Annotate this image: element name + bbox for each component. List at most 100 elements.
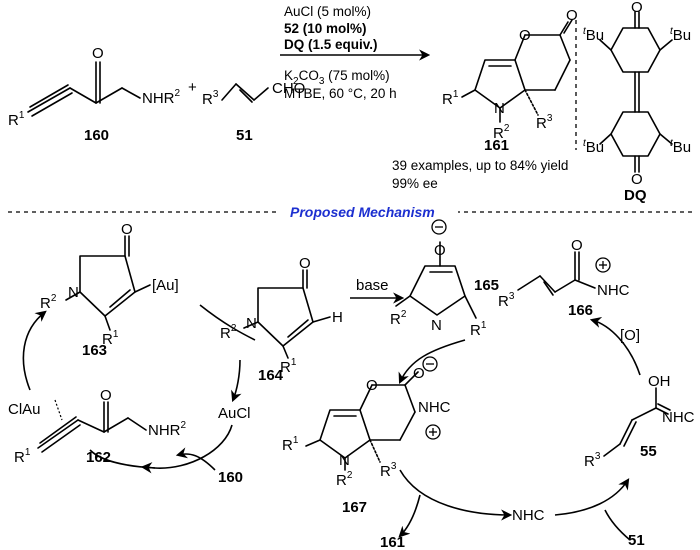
dq-tbu-1: tBu <box>583 26 604 44</box>
oh-55: OH <box>648 373 671 390</box>
compound-51-label: 51 <box>236 127 253 144</box>
r2-label-165: R2 <box>390 309 407 328</box>
oxidation-arrow <box>589 317 641 376</box>
dq-structure <box>599 11 673 173</box>
oxygen-163: O <box>121 221 133 238</box>
arrow-163-to-164 <box>199 304 256 341</box>
compound-160-label: 160 <box>84 127 109 144</box>
nhc-free-label: NHC <box>512 507 545 524</box>
lactone-oxygen-161: O <box>566 7 578 24</box>
nhc-166: NHC <box>597 282 630 299</box>
nitrogen-164: N <box>246 315 257 332</box>
compound-51-structure <box>221 83 269 103</box>
r2-label-161: R2 <box>493 123 510 142</box>
arrow-nhc-to-55 <box>554 478 630 516</box>
plus-sign: + <box>188 79 197 96</box>
aucl-to-162-arc <box>89 424 233 469</box>
aucl-label: AuCl <box>218 405 251 422</box>
r3-label-55: R3 <box>584 451 601 470</box>
nitrogen-167: N <box>339 452 350 469</box>
oxygen-164: O <box>299 255 311 272</box>
compound-55-structure <box>603 387 671 457</box>
arrow-to-167 <box>398 339 466 385</box>
claul-label: ClAu <box>8 401 41 418</box>
r3-label-51: R3 <box>202 89 219 108</box>
nhc-55: NHC <box>662 409 695 426</box>
compound-51-entry-label: 51 <box>628 532 645 549</box>
dq-tbu-3: tBu <box>583 138 604 156</box>
nhr2-label: NHR2 <box>142 88 181 107</box>
condition-oxidant: DQ (1.5 equiv.) <box>284 37 378 52</box>
compound-55-label: 55 <box>640 443 657 460</box>
nitrogen-163: N <box>68 284 79 301</box>
oxidant-label: [O] <box>620 327 640 344</box>
r1-label-167: R1 <box>282 435 299 454</box>
compound-166-label: 166 <box>568 302 593 319</box>
compound-165-label: 165 <box>474 277 499 294</box>
r1-label-165: R1 <box>470 320 487 339</box>
r3-label-167: R3 <box>380 461 397 480</box>
r1-label-160: R1 <box>8 110 25 129</box>
hydrogen-164: H <box>332 309 343 326</box>
ring-oxygen-161: O <box>519 27 531 44</box>
r1-label-162: R1 <box>14 447 31 466</box>
compound-167-label: 167 <box>342 499 367 516</box>
compound-161-release-label: 161 <box>380 534 405 550</box>
nhr2-162: NHR2 <box>148 420 187 439</box>
arrow-162-to-163 <box>22 310 47 391</box>
condition-ligand: 52 (10 mol%) <box>284 21 367 36</box>
result-ee: 99% ee <box>392 176 438 191</box>
oxide-oxygen-167: O <box>413 365 425 382</box>
compound-164-label: 164 <box>258 367 284 384</box>
dq-tbu-2: tBu <box>670 26 691 44</box>
r3-label-166: R3 <box>498 291 515 310</box>
oxygen-166: O <box>571 237 583 254</box>
carbonyl-oxygen: O <box>92 45 104 62</box>
result-yield: 39 examples, up to 84% yield <box>392 158 568 173</box>
compound-160-entry-label: 160 <box>218 469 243 486</box>
dq-tbu-4: tBu <box>670 138 691 156</box>
compound-167-structure <box>305 371 419 471</box>
dq-oxygen-top: O <box>631 0 643 16</box>
cho-label: CHO <box>272 80 305 97</box>
arrow-160-entry <box>175 447 216 471</box>
mechanism-title: Proposed Mechanism <box>290 204 435 220</box>
r1-label-163: R1 <box>102 329 119 348</box>
arrow-release-161 <box>398 494 421 538</box>
oxide-charge-167 <box>422 356 438 372</box>
compound-163-label: 163 <box>82 342 107 359</box>
nhc-charge-167 <box>425 424 441 440</box>
au-label-163: [Au] <box>152 277 179 294</box>
title-backdrop <box>278 203 458 221</box>
r3-label-161: R3 <box>536 113 553 132</box>
oxide-charge-165 <box>431 219 447 235</box>
compound-164-structure <box>243 269 331 359</box>
compound-162-label: 162 <box>86 449 111 466</box>
base-label: base <box>356 277 389 294</box>
condition-base: K2CO3 (75 mol%) <box>284 68 390 87</box>
arrow-167-to-nhc <box>399 469 513 521</box>
compound-166-structure <box>517 251 596 296</box>
condition-solvent: MTBE, 60 °C, 20 h <box>284 86 397 101</box>
dq-oxygen-bottom: O <box>631 171 643 188</box>
compound-163-structure <box>65 235 151 331</box>
compound-162-structure <box>37 399 147 453</box>
nitrogen-161: N <box>494 100 505 117</box>
r1-label-164: R1 <box>280 357 297 376</box>
arrow-to-162 <box>140 462 156 474</box>
nitrogen-165: N <box>431 317 442 334</box>
oxygen-165: O <box>434 242 446 259</box>
nhc-charge-166 <box>595 257 611 273</box>
ring-oxygen-167: O <box>366 377 378 394</box>
oxygen-162: O <box>100 387 112 404</box>
compound-161-structure <box>461 19 573 123</box>
nhc-167: NHC <box>418 399 451 416</box>
r2-label-167: R2 <box>336 470 353 489</box>
r2-label-163: R2 <box>40 293 57 312</box>
dq-label: DQ <box>624 187 647 204</box>
compound-165-structure <box>395 241 477 319</box>
condition-catalyst: AuCl (5 mol%) <box>284 4 371 19</box>
compound-161-label: 161 <box>484 137 509 154</box>
r1-label-161: R1 <box>442 89 459 108</box>
